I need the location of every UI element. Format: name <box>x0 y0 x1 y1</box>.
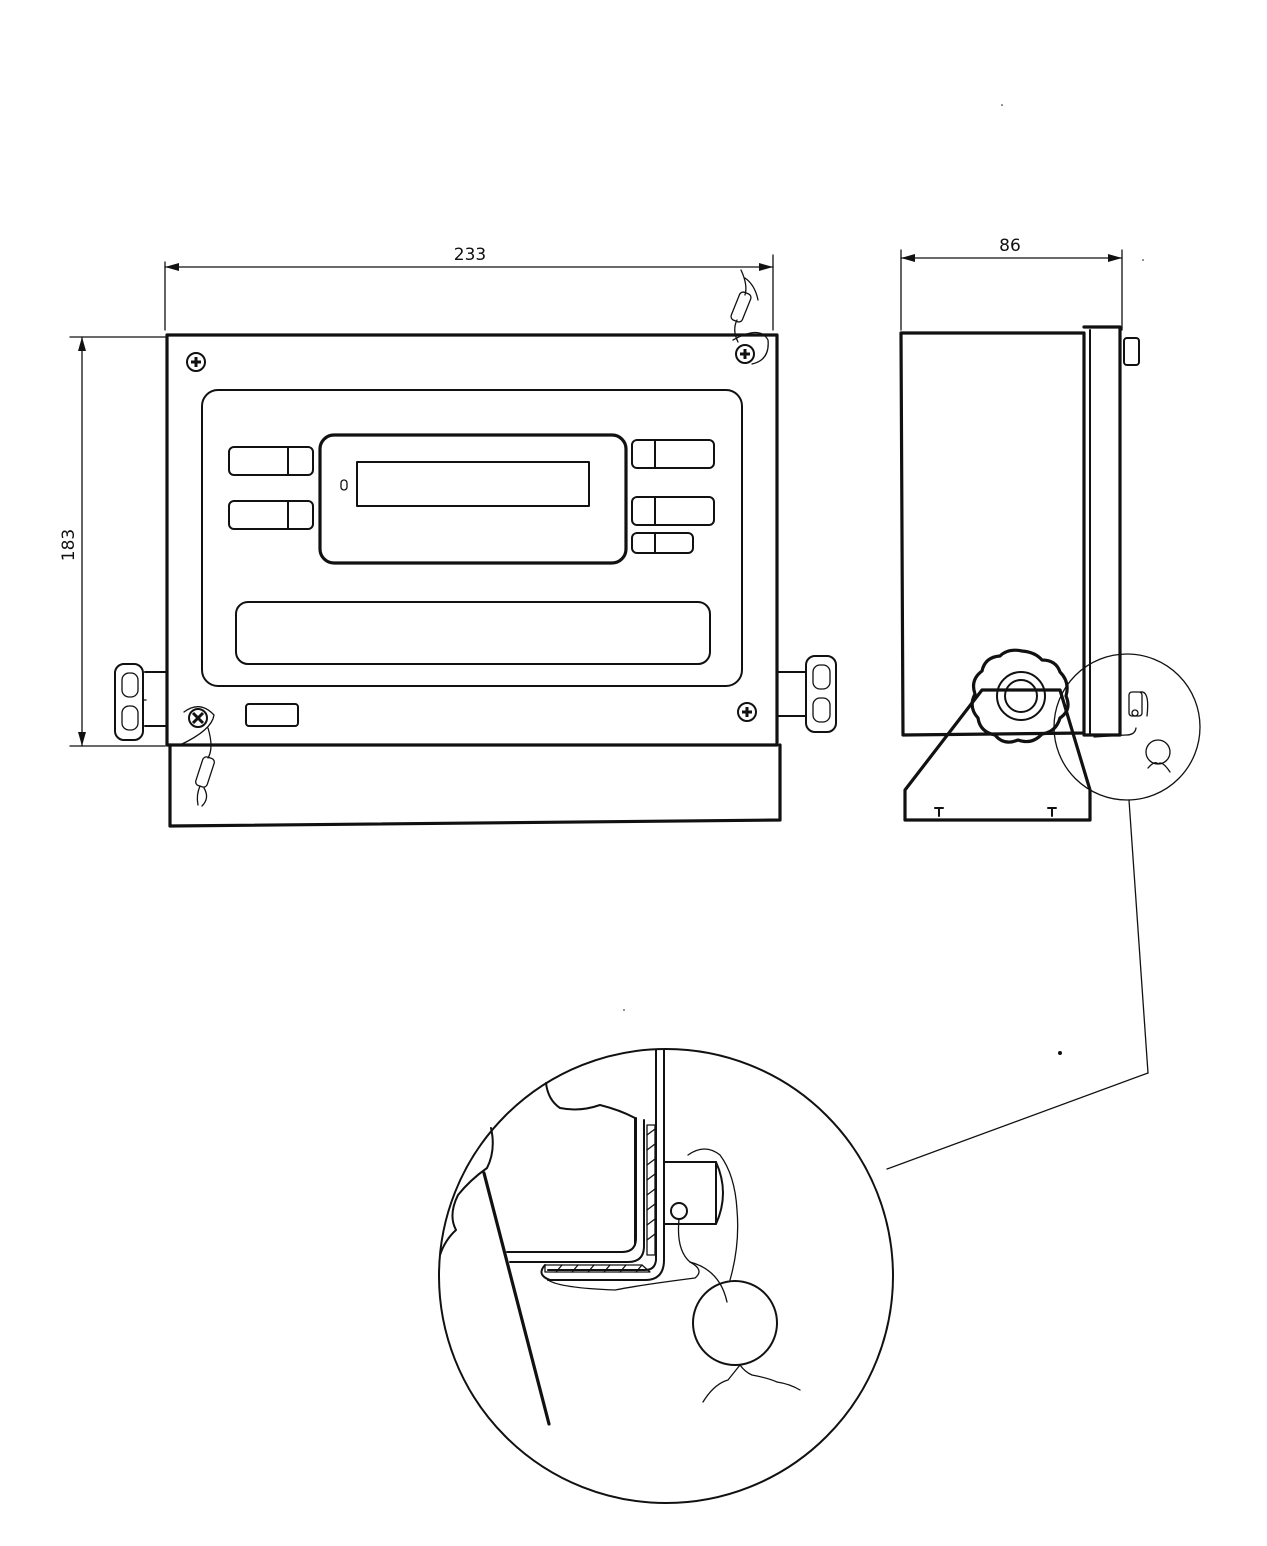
seal-bolt-icon <box>663 1148 739 1281</box>
knob-left-icon <box>114 663 168 741</box>
keypad-right <box>631 439 715 554</box>
knob-right-icon <box>776 655 837 733</box>
width-dimension-label: 233 <box>454 245 486 265</box>
key-left-1 <box>228 446 314 476</box>
gasket-hatch <box>540 1124 656 1281</box>
width-dimension: 233 <box>164 245 774 331</box>
front-bezel <box>1082 325 1122 737</box>
depth-dimension-label: 86 <box>999 236 1021 256</box>
status-led <box>340 479 348 491</box>
screw-bottom-right-icon <box>737 702 757 722</box>
height-dimension-label: 183 <box>59 529 79 561</box>
keypad-left <box>228 446 314 530</box>
front-view: 233 183 <box>59 245 837 828</box>
key-right-1 <box>631 439 715 469</box>
name-plate <box>245 703 299 727</box>
enlarged-detail <box>438 1048 894 1504</box>
lead-seal-icon <box>547 1218 801 1403</box>
enclosure-side <box>899 331 1086 737</box>
display-unit <box>318 433 628 565</box>
connector-icon <box>1123 337 1140 366</box>
detail-marker <box>1053 653 1201 801</box>
display-window <box>356 461 590 507</box>
enclosure-front <box>165 333 782 828</box>
label-strip <box>235 601 711 665</box>
key-right-2 <box>631 496 715 526</box>
key-left-2 <box>228 500 314 530</box>
seal-wire-bottom <box>195 727 215 807</box>
screw-top-left-icon <box>186 352 206 372</box>
screw-bottom-left-icon <box>179 706 215 746</box>
screw-top-right-icon <box>732 331 769 365</box>
side-view: 86 <box>899 236 1201 822</box>
detail-leader <box>886 799 1149 1170</box>
mounting-bracket <box>903 688 1092 822</box>
depth-dimension: 86 <box>900 236 1123 331</box>
seal-wire-top <box>730 269 759 343</box>
height-dimension: 183 <box>59 336 166 747</box>
key-right-3 <box>631 532 694 554</box>
star-knob-icon <box>970 648 1070 744</box>
front-panel <box>201 389 743 687</box>
